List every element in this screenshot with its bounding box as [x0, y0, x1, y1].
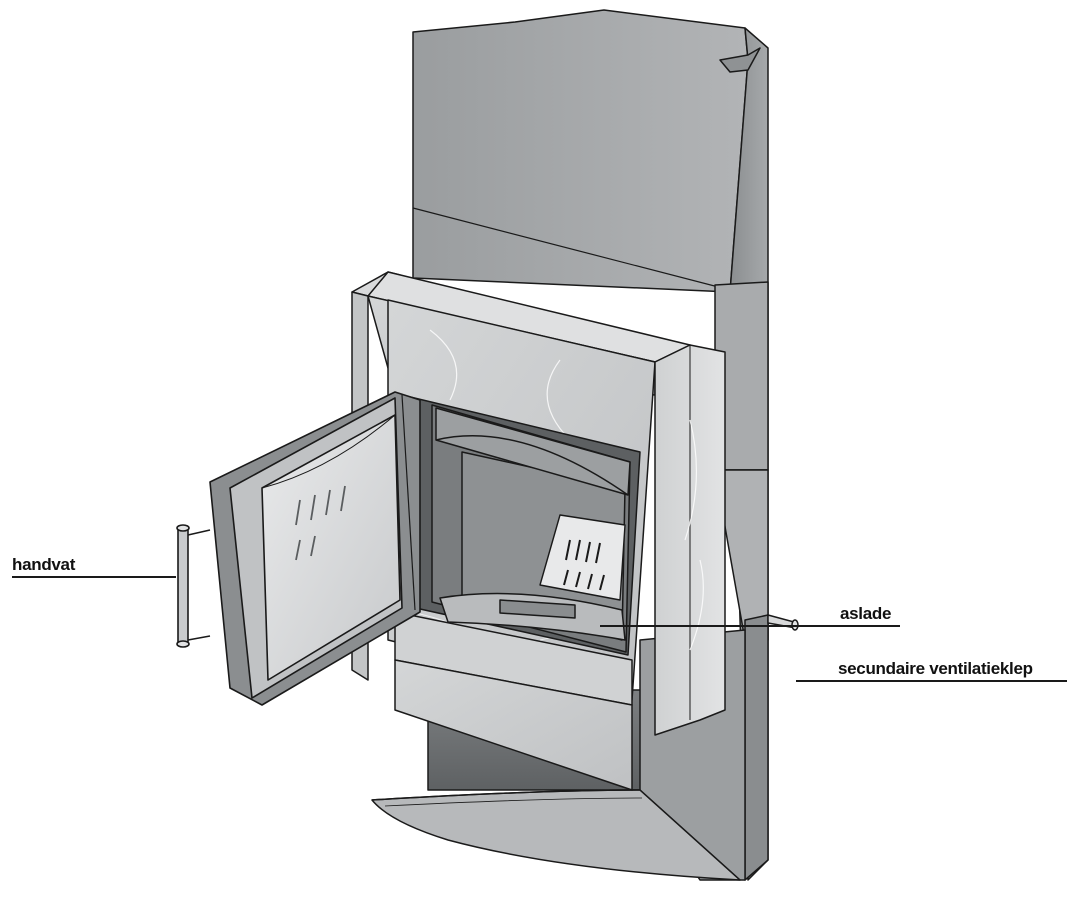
lower-stone-panel: [394, 611, 633, 791]
door-handle: [176, 524, 211, 648]
label-secondary-air-vent-underline: [796, 680, 1067, 682]
air-vent-rod: [767, 614, 799, 631]
label-secondary-air-vent: secundaire ventilatieklep: [838, 659, 1033, 678]
label-handle: handvat: [12, 555, 76, 574]
label-handle-underline: [12, 576, 176, 578]
log-guard: [539, 514, 626, 601]
label-ash-pan: aslade: [840, 604, 892, 623]
ash-pan: [439, 592, 626, 641]
open-door: [209, 391, 421, 706]
label-ash-pan-underline: [600, 625, 900, 627]
